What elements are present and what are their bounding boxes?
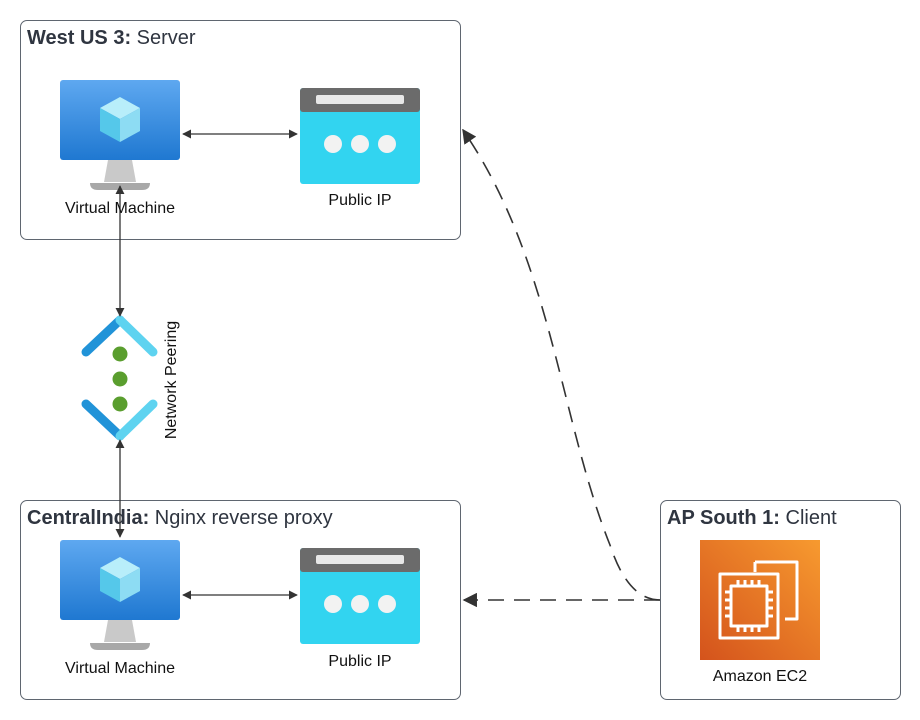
ec2-label: Amazon EC2 — [712, 668, 808, 685]
public-ip-icon — [300, 88, 420, 184]
ip-central-label: Public IP — [328, 653, 392, 670]
virtual-machine-icon — [60, 540, 180, 650]
vm-west-label: Virtual Machine — [65, 200, 175, 217]
ip-west-label: Public IP — [328, 192, 392, 209]
public-ip-icon — [300, 548, 420, 644]
network-peering-icon — [81, 315, 158, 441]
amazon-ec2-icon — [700, 540, 820, 660]
region-west-title: West US 3: Server — [27, 27, 196, 49]
virtual-machine-icon — [60, 80, 180, 190]
network-peering-label: Network Peering — [163, 320, 180, 440]
connector-client-to-west — [462, 128, 661, 601]
region-ap-title: AP South 1: Client — [667, 507, 837, 529]
vm-central-label: Virtual Machine — [65, 660, 175, 677]
